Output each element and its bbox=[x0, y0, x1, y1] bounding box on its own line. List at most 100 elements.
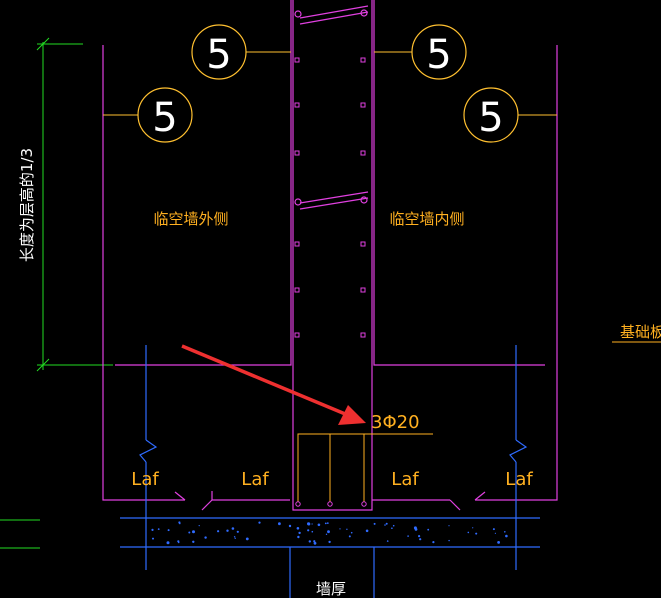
concrete-speck bbox=[233, 536, 236, 538]
concrete-speck bbox=[407, 535, 409, 537]
callout-5-right: 5 bbox=[463, 87, 519, 143]
concrete-speck bbox=[236, 530, 239, 533]
rebar-dot bbox=[294, 241, 300, 247]
laf-label-2: Laf bbox=[241, 469, 269, 490]
rebar-dot bbox=[360, 102, 366, 108]
concrete-speck bbox=[157, 528, 160, 530]
concrete-speck bbox=[231, 527, 235, 530]
rebar-dot bbox=[360, 57, 366, 63]
concrete-speck bbox=[384, 524, 386, 526]
concrete-speck bbox=[414, 528, 418, 531]
concrete-speck bbox=[348, 535, 351, 538]
concrete-speck bbox=[308, 540, 311, 543]
foundation bbox=[120, 345, 540, 598]
concrete-speck bbox=[339, 528, 341, 530]
concrete-speck bbox=[152, 537, 154, 540]
concrete-speck bbox=[324, 522, 327, 525]
concrete-speck bbox=[298, 531, 301, 535]
stirrups bbox=[294, 5, 369, 210]
concrete-speck bbox=[188, 531, 191, 534]
concrete-speck bbox=[448, 525, 450, 527]
svg-text:5: 5 bbox=[478, 95, 503, 141]
concrete-speck bbox=[326, 522, 329, 524]
callout-5-left: 5 bbox=[137, 87, 193, 143]
inner-side-label: 临空墙内侧 bbox=[389, 210, 464, 228]
concrete-speck bbox=[166, 541, 170, 545]
rebar-dot bbox=[294, 332, 300, 338]
concrete-speck bbox=[204, 536, 207, 539]
concrete-speck bbox=[386, 540, 389, 542]
concrete-speck bbox=[192, 530, 195, 534]
callout-5-top-left: 5 bbox=[191, 24, 247, 80]
concrete-speck bbox=[497, 541, 500, 544]
rebar-dot bbox=[360, 150, 366, 156]
callout-5-top-right: 5 bbox=[411, 24, 467, 80]
concrete-speck bbox=[258, 521, 261, 524]
concrete-speck bbox=[151, 528, 154, 532]
wall-outline bbox=[102, 0, 558, 511]
rebar-dot bbox=[360, 332, 366, 338]
rebar-dot bbox=[360, 287, 366, 293]
concrete-speck bbox=[504, 531, 506, 533]
concrete-speck bbox=[373, 522, 376, 525]
rebar-dot bbox=[294, 150, 300, 156]
concrete-speck bbox=[346, 528, 348, 530]
concrete-speck bbox=[234, 537, 236, 539]
rebar-spec-label: 3Φ20 bbox=[371, 412, 420, 433]
concrete-speck bbox=[385, 522, 388, 525]
rebar-dot bbox=[294, 287, 300, 293]
concrete-speck bbox=[325, 533, 328, 535]
concrete-speck bbox=[192, 540, 195, 543]
rebar-dot bbox=[294, 57, 300, 63]
concrete-speck bbox=[328, 540, 331, 544]
wall-thickness-label: 墙厚 bbox=[316, 580, 346, 598]
concrete-speck bbox=[317, 523, 321, 527]
base-slab-label: 基础板 bbox=[620, 323, 661, 341]
pointer-arrow bbox=[181, 344, 366, 425]
concrete-speck bbox=[296, 527, 300, 530]
concrete-speck bbox=[327, 530, 330, 534]
concrete-speck bbox=[419, 538, 422, 541]
rebar-dot bbox=[294, 102, 300, 108]
concrete-speck bbox=[313, 541, 317, 545]
concrete-speck bbox=[391, 527, 393, 529]
concrete-speck bbox=[505, 535, 508, 538]
rebar-dots bbox=[294, 57, 366, 338]
callout-leaders bbox=[103, 51, 557, 116]
concrete-speck bbox=[311, 523, 313, 525]
concrete-speck bbox=[297, 535, 300, 539]
concrete-speck bbox=[198, 525, 200, 527]
concrete-hatch bbox=[151, 521, 508, 545]
concrete-speck bbox=[278, 522, 281, 526]
concrete-speck bbox=[467, 531, 470, 534]
concrete-speck bbox=[492, 528, 495, 531]
laf-label-1: Laf bbox=[131, 469, 159, 490]
concrete-speck bbox=[307, 529, 310, 532]
height-dimension bbox=[0, 37, 113, 549]
laf-label-3: Laf bbox=[391, 469, 419, 490]
outer-side-label: 临空墙外侧 bbox=[153, 210, 228, 228]
rebar-dot bbox=[360, 241, 366, 247]
concrete-speck bbox=[217, 530, 220, 533]
concrete-speck bbox=[307, 522, 310, 526]
concrete-speck bbox=[288, 524, 292, 528]
concrete-speck bbox=[494, 532, 496, 534]
svg-text:5: 5 bbox=[152, 95, 177, 141]
bottom-rebar-cage bbox=[295, 341, 661, 507]
concrete-speck bbox=[167, 529, 170, 532]
svg-text:5: 5 bbox=[206, 32, 231, 78]
concrete-speck bbox=[448, 539, 450, 542]
concrete-speck bbox=[177, 541, 180, 544]
concrete-speck bbox=[311, 530, 314, 533]
length-note-label: 长度为层高的1/3 bbox=[18, 148, 36, 262]
concrete-speck bbox=[245, 537, 249, 541]
laf-label-4: Laf bbox=[505, 469, 533, 490]
concrete-speck bbox=[475, 532, 478, 535]
concrete-speck bbox=[179, 522, 181, 525]
concrete-speck bbox=[418, 535, 421, 538]
concrete-speck bbox=[226, 529, 229, 532]
concrete-speck bbox=[432, 541, 435, 544]
concrete-speck bbox=[392, 524, 395, 527]
